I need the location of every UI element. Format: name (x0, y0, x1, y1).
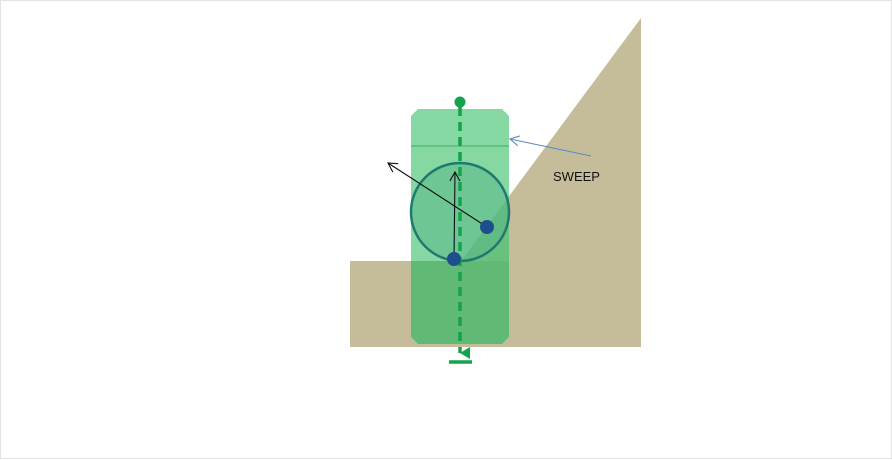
contact-point (480, 220, 494, 234)
impact-point (447, 252, 461, 266)
sweep-label: SWEEP (553, 169, 600, 184)
impact-normal-vector (449, 170, 461, 260)
sweep-annotation-arrow (508, 135, 592, 157)
sweep-start-point (454, 96, 466, 108)
contact-normal-vector (387, 162, 488, 228)
